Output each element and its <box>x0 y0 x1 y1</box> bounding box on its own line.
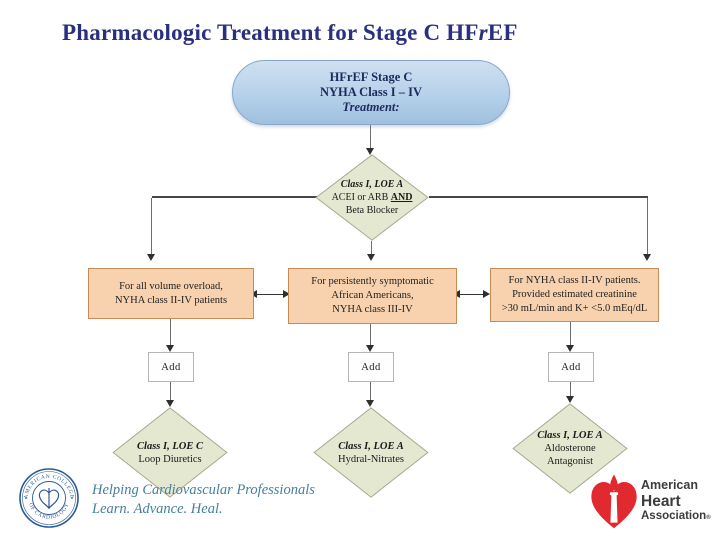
connector-leftbox-to-add <box>170 317 171 345</box>
connector-right-down <box>647 198 648 254</box>
start-line2: NYHA Class I – IV <box>319 85 423 99</box>
diamond-hydral-nitrates: Class I, LOE A Hydral-Nitrates <box>313 407 429 498</box>
diamond-shape <box>313 407 429 498</box>
arrowhead <box>166 345 174 352</box>
aha-line3: Association® <box>641 510 711 523</box>
decision-acei-arb-betablocker: Class I, LOE A ACEI or ARB AND Beta Bloc… <box>315 154 429 241</box>
acc-tagline-line2: Learn. Advance. Heal. <box>92 501 223 517</box>
decision-line2-pre: ACEI or ARB <box>331 192 391 203</box>
arrowhead <box>147 254 155 261</box>
box-middle-line3: NYHA class III-IV <box>332 304 413 315</box>
arrowhead <box>483 290 490 298</box>
box-right-line2: Provided estimated creatinine <box>512 289 637 300</box>
diamond-left-line2: Loop Diuretics <box>138 453 202 465</box>
arrowhead <box>367 254 375 261</box>
aha-line1: American <box>641 478 698 492</box>
box-middle-line2: African Americans, <box>331 290 414 301</box>
add-box-right: Add <box>548 352 594 382</box>
box-right-line1: For NYHA class II-IV patients. <box>508 275 641 286</box>
box-creatinine: For NYHA class II-IV patients. Provided … <box>490 268 659 322</box>
connector-decision-to-middle <box>371 241 372 254</box>
arrowhead <box>166 400 174 407</box>
arrowhead <box>566 345 574 352</box>
diamond-right-line3: Antagonist <box>546 456 594 467</box>
title-italic-r: r <box>478 20 488 45</box>
diamond-middle-line2: Hydral-Nitrates <box>338 453 404 465</box>
arrowhead <box>366 345 374 352</box>
start-line1: HFrEF Stage C <box>329 70 413 84</box>
add-label: Add <box>161 361 181 373</box>
add-box-middle: Add <box>348 352 394 382</box>
aha-association: Association <box>641 510 707 522</box>
box-left-line1: For all volume overload, <box>119 280 223 292</box>
diamond-middle-text: Class I, LOE A Hydral-Nitrates <box>313 407 429 498</box>
diamond-middle-loe: Class I, LOE A <box>338 440 404 452</box>
title-text: Pharmacologic Treatment for Stage C HF <box>62 20 479 45</box>
arrowhead <box>366 400 374 407</box>
connector-branch-right <box>429 196 648 198</box>
acc-tagline-line1: Helping Cardiovascular Professionals <box>92 482 315 498</box>
box-right-line3: >30 mL/min and K+ <5.0 mEq/dL <box>501 303 648 314</box>
diamond-loop-diuretics: Class I, LOE C Loop Diuretics <box>112 407 228 498</box>
decision-text: Class I, LOE A ACEI or ARB AND Beta Bloc… <box>315 154 429 241</box>
connector-rightbox-to-add <box>570 320 571 345</box>
connector-branch-left <box>152 196 317 198</box>
diamond-left-loe: Class I, LOE C <box>137 440 203 452</box>
connector-add-to-diamond-middle <box>370 380 371 400</box>
connector-middle-right <box>460 294 483 295</box>
connector-left-middle <box>257 294 283 295</box>
diamond-shape <box>512 403 628 494</box>
acc-logo-icon: AMERICAN COLLEGE OF CARDIOLOGY <box>19 468 79 528</box>
box-african-americans: For persistently symptomatic African Ame… <box>288 268 457 324</box>
connector-start-to-decision <box>370 124 371 148</box>
connector-add-to-diamond-right <box>570 380 571 396</box>
decision-line3: Beta Blocker <box>345 205 399 216</box>
diamond-shape <box>112 407 228 498</box>
title-text-end: EF <box>487 20 518 45</box>
page-title: Pharmacologic Treatment for Stage C HFrE… <box>62 20 518 46</box>
diamond-aldosterone: Class I, LOE A Aldosterone Antagonist <box>512 403 628 494</box>
diamond-right-text: Class I, LOE A Aldosterone Antagonist <box>512 403 628 494</box>
box-volume-overload: For all volume overload, NYHA class II-I… <box>88 268 254 319</box>
arrowhead <box>283 290 290 298</box>
box-left-line2: NYHA class II-IV patients <box>114 294 228 306</box>
diamond-right-loe: Class I, LOE A <box>537 430 603 441</box>
decision-and: AND <box>390 192 413 203</box>
add-box-left: Add <box>148 352 194 382</box>
aha-heart-torch-icon <box>591 474 637 529</box>
acc-tagline: Helping Cardiovascular Professionals Lea… <box>92 481 315 519</box>
decision-line2: ACEI or ARB AND <box>332 191 413 204</box>
connector-left-down <box>151 198 152 254</box>
diamond-right-line2: Aldosterone <box>544 443 596 454</box>
connector-midbox-to-add <box>370 322 371 345</box>
arrowhead <box>566 396 574 403</box>
aha-line2: Heart <box>641 492 681 510</box>
connector-add-to-diamond-left <box>170 380 171 400</box>
box-middle-line1: For persistently symptomatic <box>311 276 434 287</box>
add-label: Add <box>561 361 581 373</box>
arrowhead <box>366 148 374 155</box>
decision-loe: Class I, LOE A <box>340 179 404 190</box>
start-node: HFrEF Stage C NYHA Class I – IV Treatmen… <box>232 60 510 125</box>
arrowhead <box>643 254 651 261</box>
diamond-shape <box>315 154 429 241</box>
aha-registered-mark: ® <box>706 515 711 521</box>
diamond-left-text: Class I, LOE C Loop Diuretics <box>112 407 228 498</box>
start-line3: Treatment: <box>342 100 400 114</box>
aha-wordmark: American Heart Association® <box>641 479 711 523</box>
add-label: Add <box>361 361 381 373</box>
